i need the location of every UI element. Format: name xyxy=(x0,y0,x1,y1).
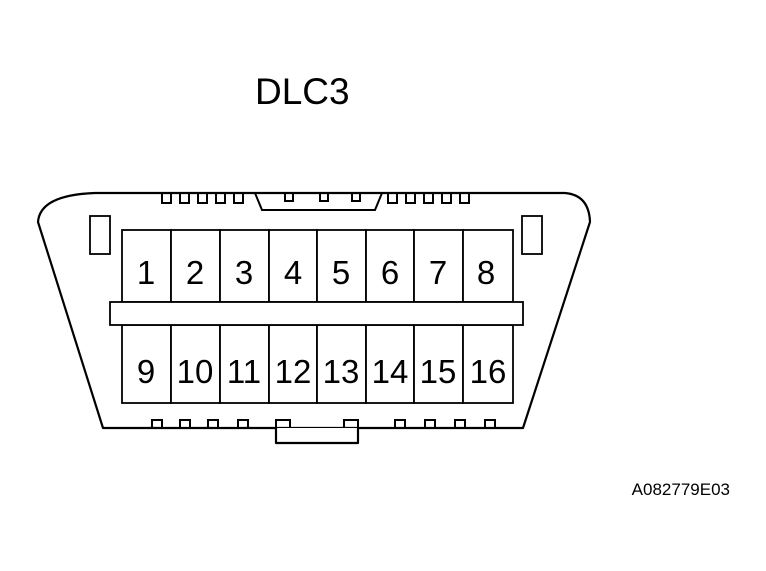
right-latch-slot xyxy=(521,215,543,255)
pin-label: 13 xyxy=(323,353,360,390)
pin-cell-14 xyxy=(365,324,415,404)
pin-label: 4 xyxy=(284,254,302,291)
top-pin-row xyxy=(121,229,514,303)
pin-cell-8 xyxy=(462,229,514,303)
reference-code: A082779E03 xyxy=(632,480,730,499)
pin-label: 8 xyxy=(477,254,495,291)
bottom-pin-labels: 9 10 11 12 13 14 15 16 xyxy=(137,353,507,390)
pin-label: 6 xyxy=(381,254,399,291)
pin-label: 7 xyxy=(429,254,447,291)
pin-label: 2 xyxy=(186,254,204,291)
pin-cell-13 xyxy=(316,324,367,404)
diagram-title: DLC3 xyxy=(255,71,350,112)
top-edge-notches xyxy=(161,192,470,211)
pin-label: 14 xyxy=(372,353,409,390)
center-divider-bar xyxy=(109,301,524,326)
pin-label: 3 xyxy=(235,254,253,291)
pin-cell-10 xyxy=(170,324,221,404)
left-latch-slot xyxy=(89,215,111,255)
pin-label: 11 xyxy=(227,353,261,390)
pin-label: 12 xyxy=(275,353,312,390)
pin-cell-5 xyxy=(316,229,367,303)
pin-cell-11 xyxy=(219,324,270,404)
pin-cell-3 xyxy=(219,229,270,303)
bottom-pin-row xyxy=(121,324,514,404)
pin-label: 16 xyxy=(470,353,507,390)
pin-label: 10 xyxy=(177,353,214,390)
pin-cell-12 xyxy=(268,324,318,404)
pin-label: 5 xyxy=(332,254,350,291)
top-pin-labels: 1 2 3 4 5 6 7 8 xyxy=(137,254,495,291)
pin-cell-6 xyxy=(365,229,415,303)
pin-label: 15 xyxy=(420,353,457,390)
pin-label: 1 xyxy=(137,254,155,291)
pin-cell-9 xyxy=(121,324,172,404)
bottom-edge-notches xyxy=(151,419,496,445)
pin-label: 9 xyxy=(137,353,155,390)
